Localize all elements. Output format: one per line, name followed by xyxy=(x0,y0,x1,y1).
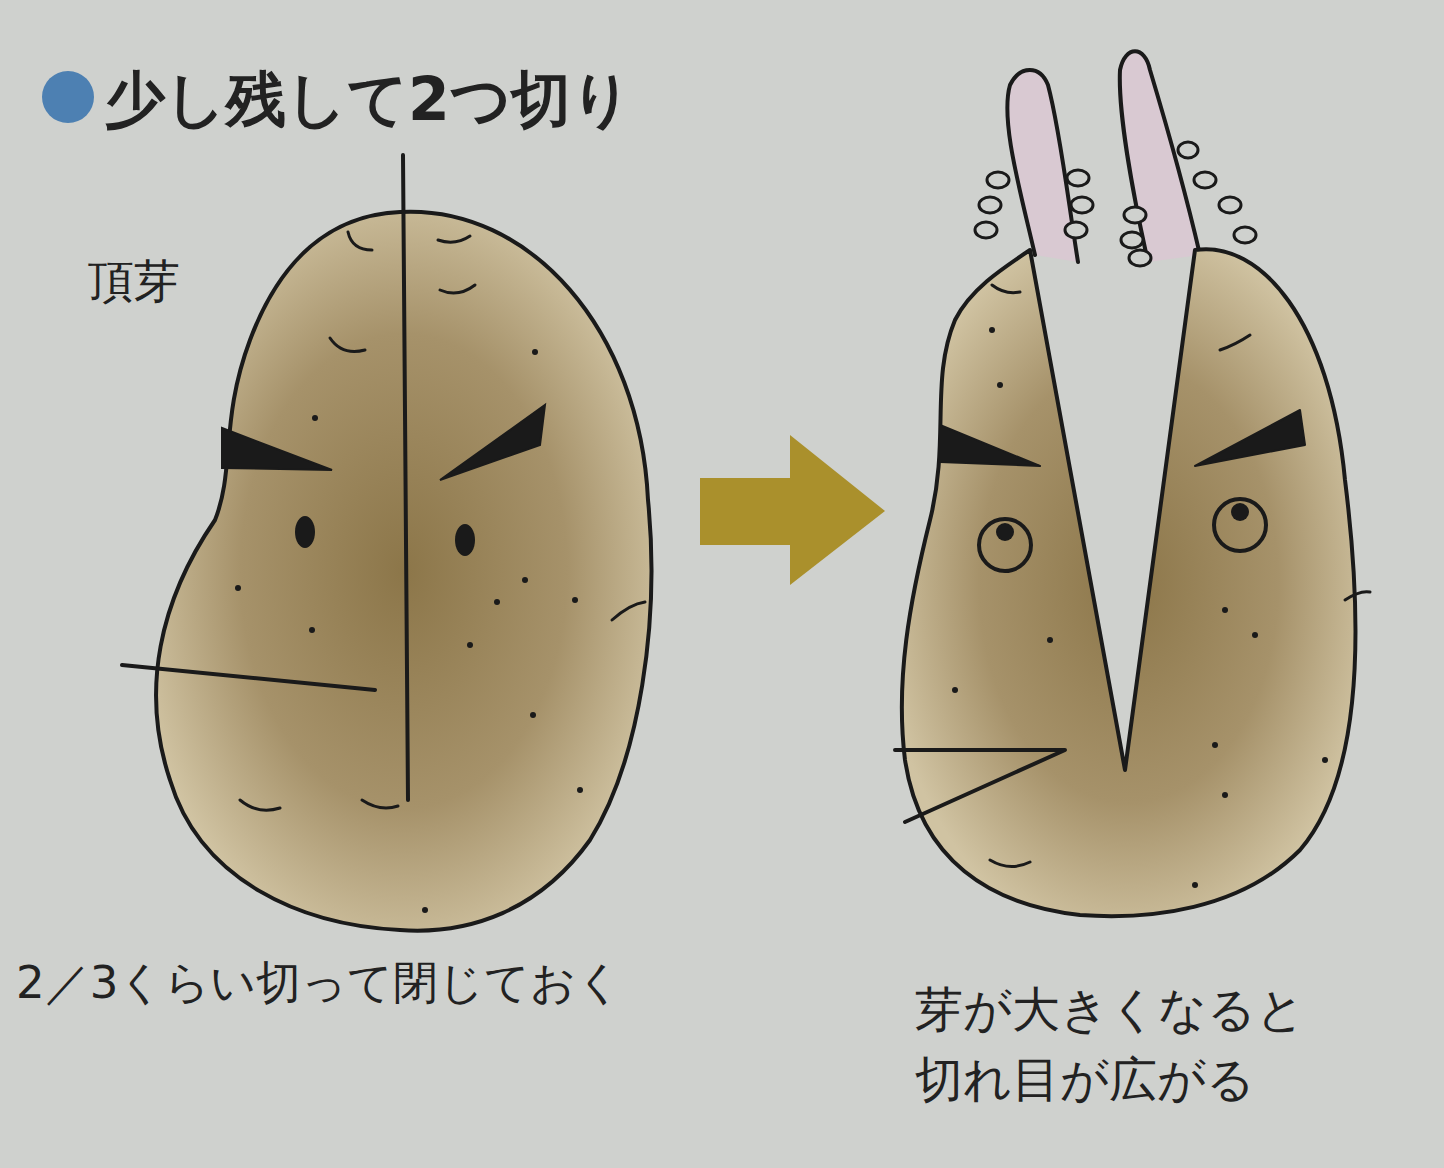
bullet-dot xyxy=(42,71,94,123)
bud-label: 頂芽 xyxy=(88,248,288,315)
right-potato xyxy=(895,51,1370,916)
arrow xyxy=(700,435,885,585)
title: 少し残して2つ切り xyxy=(105,56,805,143)
note-label: 2／3くらい切って閉じておく xyxy=(16,950,736,1015)
left-potato xyxy=(122,155,651,931)
note-label: 芽が大きくなると 切れ目が広がる xyxy=(915,975,1335,1114)
sprout xyxy=(975,51,1256,266)
